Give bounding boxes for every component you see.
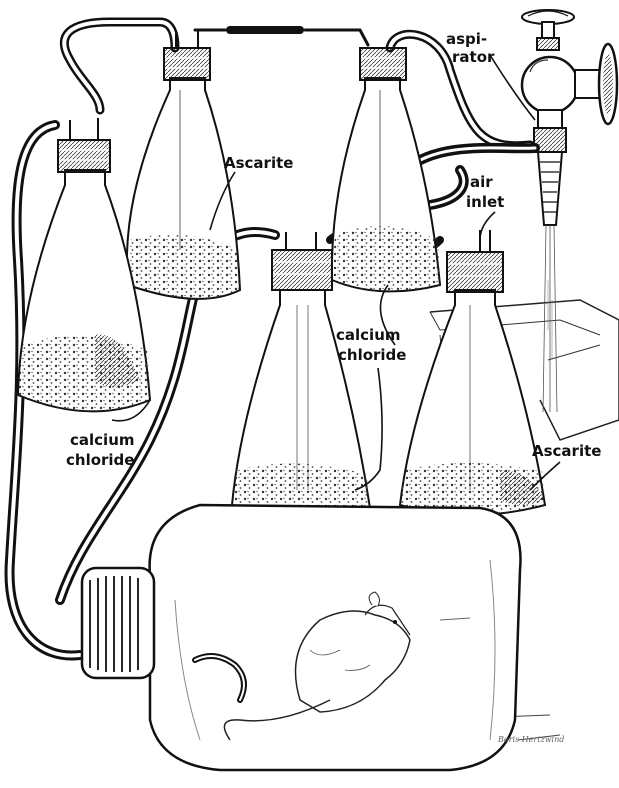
aspirator-label-line2: rator [452, 48, 495, 66]
calcium-chloride-center-label-line1: calcium [336, 326, 401, 344]
calcium-chloride-center-label-line2: chloride [338, 346, 406, 364]
artist-signature: Boris Hertzwind [497, 735, 564, 744]
air-inlet-label-line2: inlet [466, 193, 504, 211]
erlenmeyer-flask-icon [332, 48, 440, 291]
calcium-chloride-left-label-line2: chloride [66, 451, 134, 469]
aspirator-label-line1: aspi- [446, 30, 487, 48]
faucet-aspirator-icon [522, 10, 617, 412]
air-inlet-label-line1: air [470, 173, 493, 191]
ascarite-right-label: Ascarite [532, 442, 601, 460]
animal-jar-icon [82, 505, 521, 770]
calcium-chloride-left-label-line1: calcium [70, 431, 135, 449]
ascarite-top-label: Ascarite [224, 154, 293, 172]
